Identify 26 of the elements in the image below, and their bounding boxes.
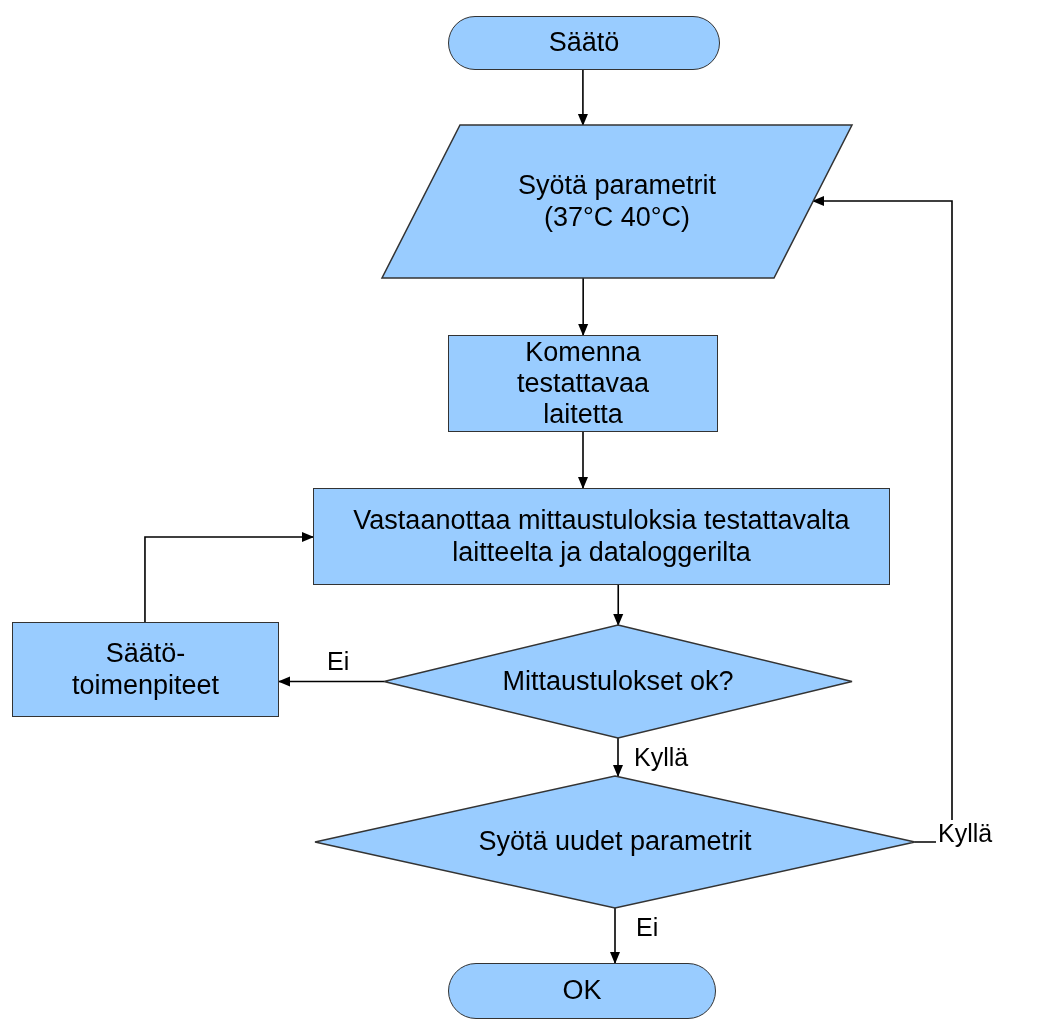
decision-diamond	[315, 776, 915, 908]
arrow	[578, 431, 588, 489]
terminator	[448, 16, 720, 70]
node-label: Mittaustulokset ok?	[502, 665, 734, 697]
node-label: Komenna testattavaa laitetta	[515, 336, 651, 431]
node-label: Säätö-toimenpiteet	[70, 638, 221, 701]
node-label: Vastaanottaa mittaustuloksia testattavalta laitteelta ja dataloggerilta	[352, 505, 851, 568]
arrow	[610, 907, 620, 964]
node-label: OK	[562, 975, 602, 1007]
arrow	[578, 277, 589, 336]
node-label: Säätö	[548, 27, 620, 59]
terminator	[448, 963, 716, 1019]
arrow	[144, 532, 314, 623]
input-parallelogram	[382, 125, 852, 278]
decision-diamond	[384, 625, 852, 738]
process-box	[12, 622, 279, 717]
node-label: Syötä uudet parametrit	[478, 826, 752, 858]
arrow	[577, 69, 588, 126]
process-box	[313, 488, 890, 585]
arrow	[278, 676, 385, 687]
node-label: Syötä parametrit (37°C 40°C)	[516, 170, 718, 233]
arrow	[812, 196, 953, 843]
edge-label: Kyllä	[936, 820, 995, 848]
arrow	[613, 584, 624, 626]
process-box	[448, 335, 718, 432]
arrow	[613, 737, 623, 777]
